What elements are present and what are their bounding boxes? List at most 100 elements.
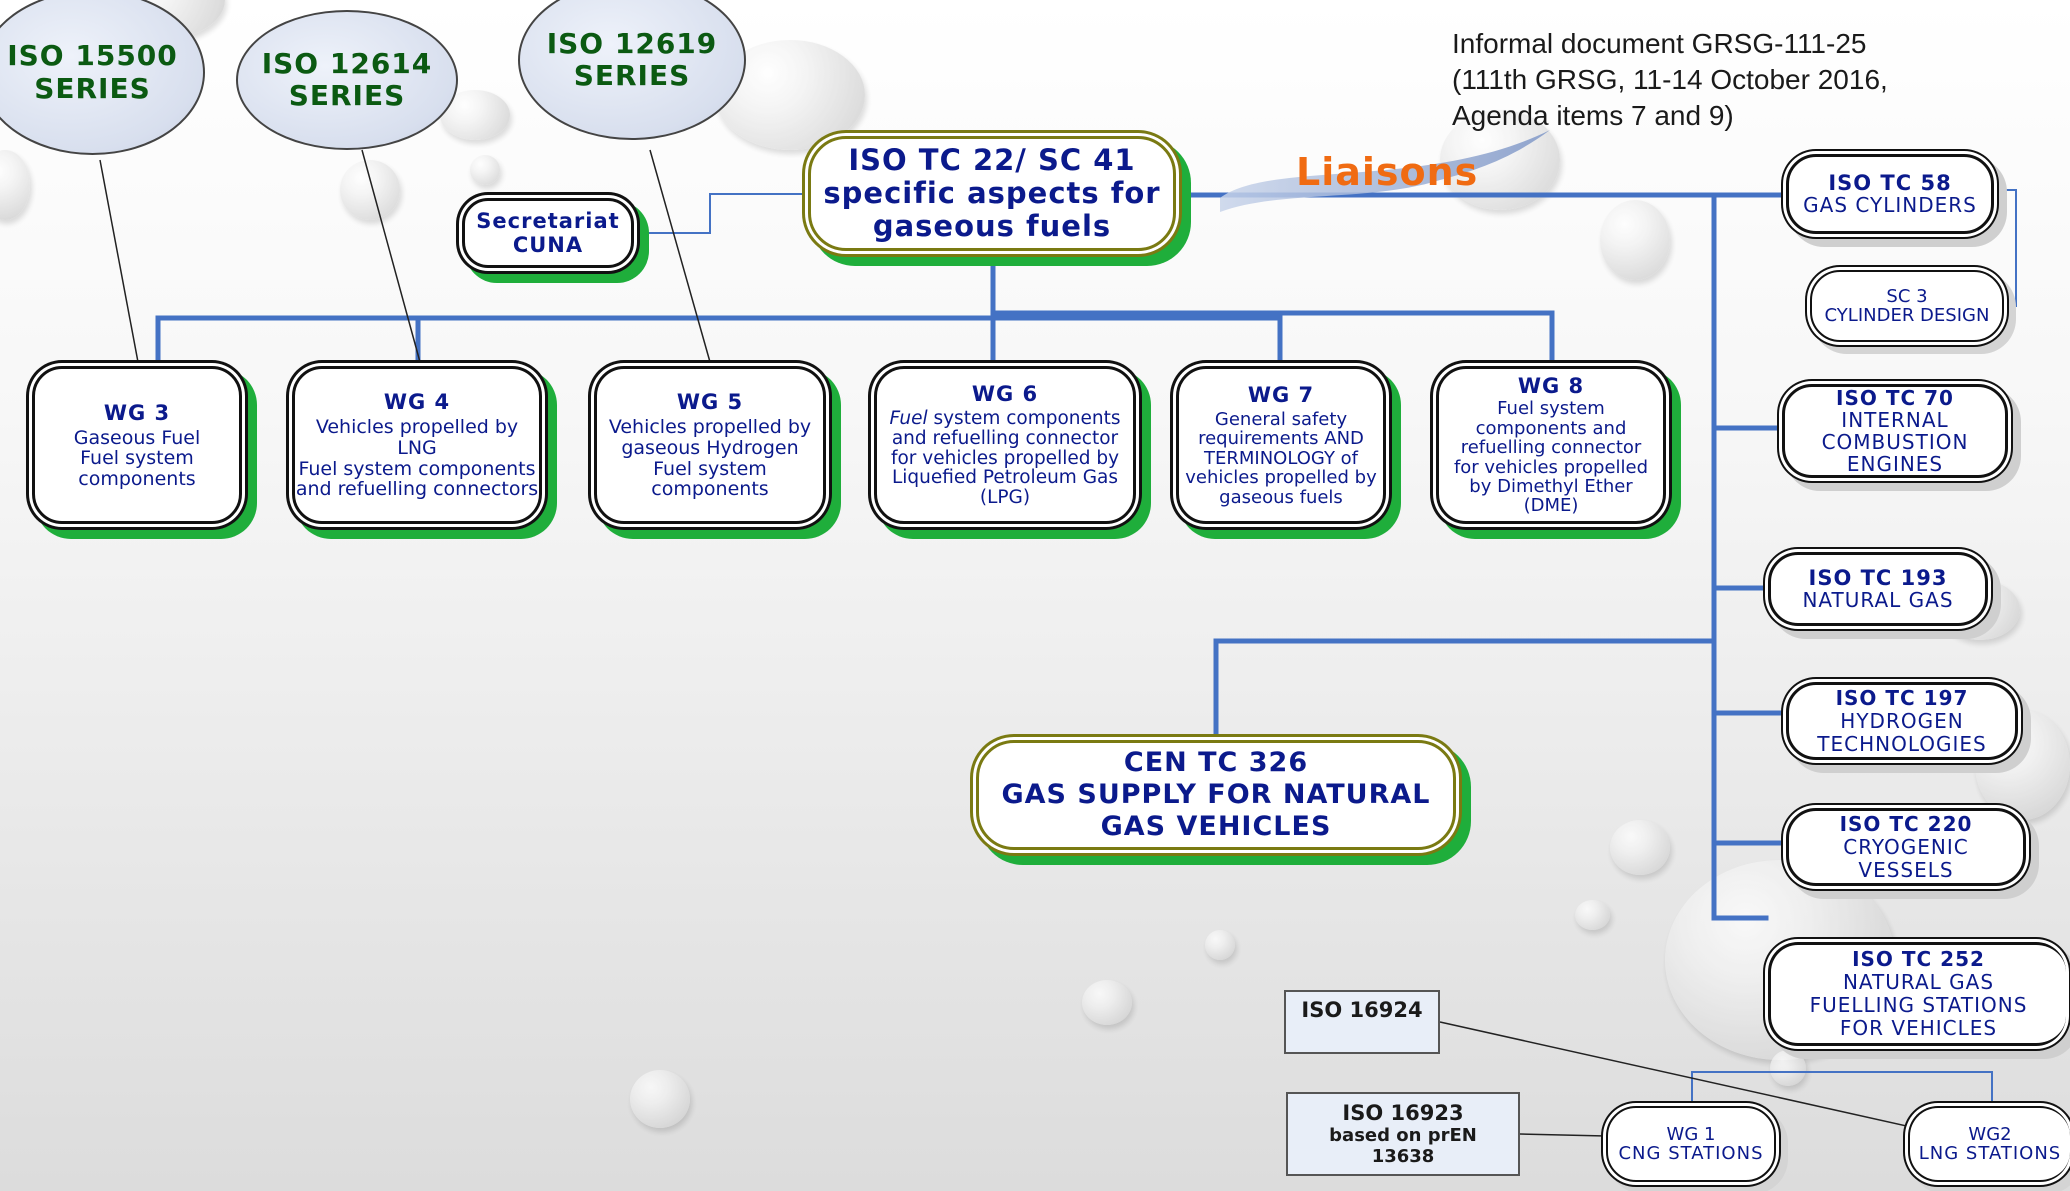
wg-title: WG 8 [1517, 374, 1585, 399]
wg-description-line: TERMINOLOGY of [1203, 447, 1359, 469]
water-drop-decoration [630, 1070, 690, 1128]
liaison-iso-tc-193-box: ISO TC 193 NATURAL GAS [1768, 552, 1988, 626]
document-note-line: Informal document GRSG-111-25 [1452, 28, 1867, 59]
reference-line [649, 149, 711, 363]
series-bubble-iso-12614: ISO 12614 SERIES [236, 10, 458, 150]
cen-scope: GAS SUPPLY FOR NATURAL [1001, 779, 1431, 810]
liaison-iso-tc-197-box: ISO TC 197 HYDROGEN TECHNOLOGIES [1786, 682, 2018, 760]
wg-description-line: requirements AND [1198, 428, 1364, 450]
secretariat-label: Secretariat [476, 209, 620, 233]
wg-title: WG 5 [676, 390, 744, 415]
series-label: SERIES [288, 79, 406, 112]
connector-line [2000, 189, 2017, 307]
standard-basis: based on prEN [1329, 1125, 1477, 1146]
secretariat-box: Secretariat CUNA [462, 198, 634, 268]
wg-description-line: (DME) [1523, 495, 1579, 517]
wg-description-line: Fuel system components [889, 407, 1121, 429]
wg-description-line: for vehicles propelled [1453, 456, 1649, 478]
wg-description-line: Liquefied Petroleum Gas [891, 467, 1119, 489]
wg-description-line: and refuelling connectors [295, 478, 539, 501]
liaison-code: ISO TC 220 [1839, 811, 1973, 836]
wg-description-line: and refuelling connector [891, 427, 1119, 449]
tc252-wg1-box: WG 1 CNG STATIONS [1606, 1106, 1776, 1182]
wg-title: WG 4 [383, 390, 451, 415]
iso-16924-box: ISO 16924 [1284, 990, 1440, 1054]
standard-basis: 13638 [1371, 1146, 1435, 1167]
liaison-scope: COMBUSTION [1821, 430, 1969, 454]
liaison-scope: VESSELS [1858, 857, 1954, 882]
wg-description-line: Vehicles propelled by [608, 416, 812, 439]
wg6-box: WG 6 Fuel system components and refuelli… [874, 366, 1136, 524]
liaison-scope: GAS CYLINDERS [1803, 193, 1977, 218]
wg-description-line: General safety [1214, 408, 1348, 430]
water-drop-decoration [1575, 900, 1610, 930]
series-code: ISO 12614 [261, 46, 433, 80]
water-drop-decoration [470, 155, 500, 185]
liaison-code: SC 3 [1886, 285, 1928, 307]
liaison-sc-3-box: SC 3 CYLINDER DESIGN [1810, 270, 2004, 342]
wg-description-line: components and [1475, 417, 1627, 439]
wg-description-italic: Fuel [889, 407, 928, 429]
tc252-wg2-box: WG2 LNG STATIONS [1908, 1106, 2070, 1182]
wg-description-line: components [78, 467, 196, 490]
liaison-scope: HYDROGEN [1840, 708, 1964, 733]
series-label: SERIES [34, 71, 151, 105]
wg-title: WG 3 [103, 400, 171, 425]
wg-description-line: (LPG) [979, 487, 1031, 509]
secretariat-org: CUNA [512, 233, 584, 257]
wg5-box: WG 5 Vehicles propelled by gaseous Hydro… [594, 366, 826, 524]
liaison-scope: TECHNOLOGIES [1817, 731, 1987, 756]
wg-description-line: gaseous Hydrogen [621, 436, 799, 459]
liaison-scope: FOR VEHICLES [1839, 1016, 1998, 1040]
wg-scope: LNG STATIONS [1918, 1143, 2062, 1164]
liaison-code: ISO TC 197 [1835, 685, 1969, 710]
wg-description-line: Fuel system [80, 447, 194, 470]
standard-code: ISO 16923 [1342, 1101, 1464, 1125]
wg7-box: WG 7 General safety requirements AND TER… [1176, 366, 1386, 524]
reference-line [361, 149, 421, 363]
series-code: ISO 12619 [546, 26, 718, 60]
liaison-scope: FUELLING STATIONS [1809, 993, 2028, 1017]
document-note-line: (111th GRSG, 11-14 October 2016, [1452, 64, 1888, 95]
wg-description-line: by Dimethyl Ether [1469, 475, 1633, 497]
wg-description-line: Gaseous Fuel [73, 426, 201, 449]
committee-scope: specific aspects for [823, 176, 1161, 210]
connector-line [1691, 1071, 1993, 1106]
liaison-scope: CRYOGENIC [1843, 834, 1969, 859]
liaison-scope: NATURAL GAS [1802, 588, 1954, 613]
wg-title: WG 1 [1666, 1123, 1716, 1145]
wg-description-line: Vehicles propelled by [315, 416, 519, 439]
document-reference-note: Informal document GRSG-111-25 (111th GRS… [1452, 26, 1888, 134]
wg-title: WG 6 [971, 381, 1039, 406]
wg4-box: WG 4 Vehicles propelled by LNG Fuel syst… [292, 366, 542, 524]
wg-title: WG2 [1968, 1123, 2012, 1145]
iso-16923-box: ISO 16923 based on prEN 13638 [1286, 1092, 1520, 1176]
liaison-iso-tc-252-box: ISO TC 252 NATURAL GAS FUELLING STATIONS… [1768, 942, 2066, 1046]
liaisons-heading: Liaisons [1296, 150, 1479, 194]
series-label: SERIES [573, 59, 691, 92]
series-bubble-iso-12619: ISO 12619 SERIES [518, 0, 746, 140]
main-committee-box: ISO TC 22/ SC 41 specific aspects for ga… [808, 136, 1176, 251]
committee-scope: gaseous fuels [872, 209, 1112, 243]
wg-description-line: components [651, 478, 769, 501]
wg8-box: WG 8 Fuel system components and refuelli… [1436, 366, 1666, 524]
water-drop-decoration [1770, 1050, 1806, 1086]
water-drop-decoration [1205, 930, 1235, 960]
document-note-line: Agenda items 7 and 9) [1452, 100, 1734, 131]
wg-description-line: Fuel system components [298, 457, 536, 480]
cen-tc-326-box: CEN TC 326 GAS SUPPLY FOR NATURAL GAS VE… [976, 740, 1456, 850]
wg-description-line: LNG [397, 436, 437, 459]
wg-title: WG 7 [1247, 382, 1315, 407]
wg-description-text: system components [927, 407, 1121, 429]
liaison-scope: CYLINDER DESIGN [1824, 305, 1990, 326]
wg-description-line: Fuel system [653, 457, 767, 480]
liaison-scope: ENGINES [1846, 452, 1944, 476]
wg-description-line: Fuel system [1497, 398, 1605, 420]
liaison-code: ISO TC 70 [1836, 386, 1954, 410]
wg-description-line: for vehicles propelled by [890, 447, 1120, 469]
liaison-code: ISO TC 252 [1852, 947, 1985, 971]
wg-description-line: refuelling connector [1460, 437, 1642, 459]
cen-code: CEN TC 326 [1123, 747, 1309, 778]
liaison-scope: INTERNAL [1841, 408, 1949, 432]
water-drop-decoration [340, 160, 400, 220]
